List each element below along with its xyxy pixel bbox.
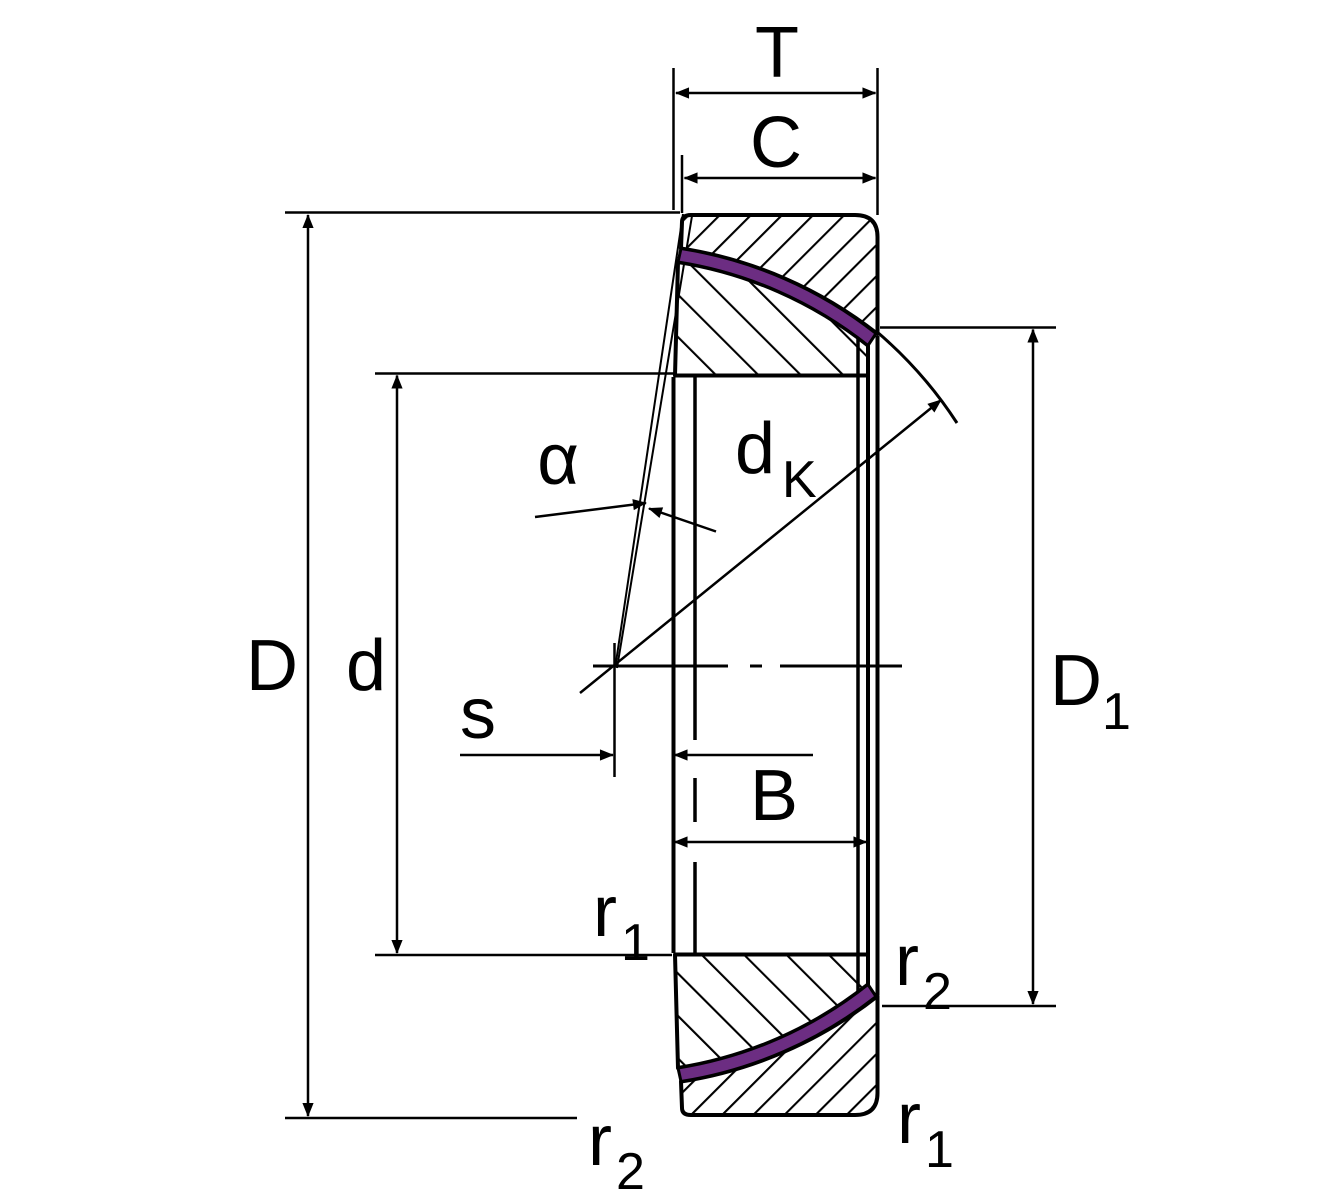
dim-arrow-alpha-right: [648, 507, 717, 533]
label-outer-ring-width-C: C: [750, 103, 802, 183]
label-bore-diameter-d: d: [346, 626, 386, 706]
label-total-width-T: T: [755, 13, 799, 93]
bore-silhouette-lines: [671, 333, 880, 997]
label-chamfer-r2-bottom-left: r2: [588, 1101, 645, 1200]
label-chamfer-r1-bottom-right: r1: [897, 1079, 954, 1179]
top-cross-section: [673, 213, 880, 378]
centerline-group: [593, 643, 902, 777]
sliding-liner-band-top: [676, 247, 878, 347]
sliding-liner-band-bottom: [676, 983, 878, 1083]
label-contact-angle-alpha: α: [537, 420, 579, 500]
label-chamfer-r1-top: r1: [593, 872, 650, 972]
dim-arrow-alpha-left: [534, 499, 647, 519]
extension-lines: [285, 68, 1056, 1120]
label-outer-diameter-D: D: [246, 626, 298, 706]
alpha-line-outer: [614, 213, 684, 666]
sphere-surface-arc: [875, 329, 959, 424]
dim-line-dk: [579, 399, 942, 694]
label-center-offset-s: s: [460, 674, 496, 754]
dimension-lines: [302, 87, 1039, 1117]
label-outside-diameter-D1: D1: [1050, 641, 1131, 741]
label-inner-ring-width-B: B: [750, 756, 798, 836]
bottom-cross-section: [673, 952, 880, 1117]
label-chamfer-r2-right: r2: [895, 921, 952, 1021]
